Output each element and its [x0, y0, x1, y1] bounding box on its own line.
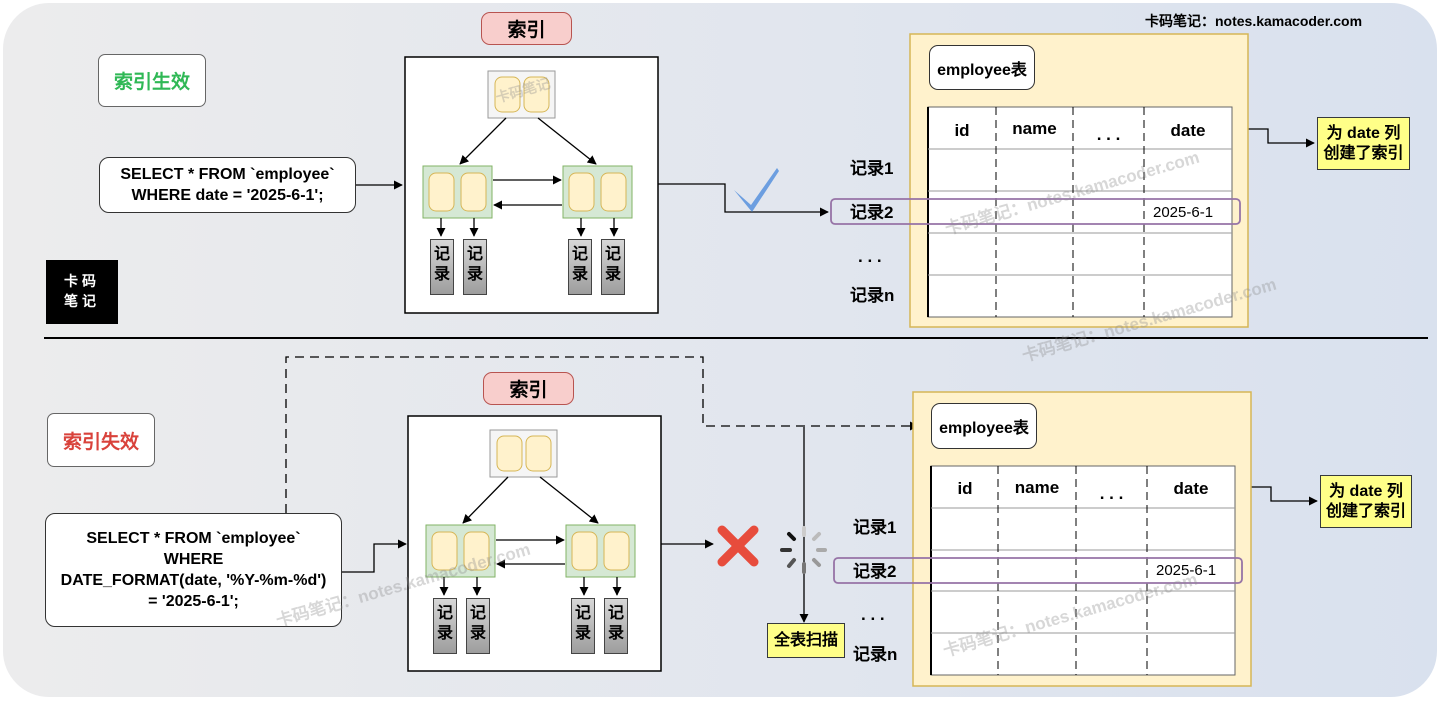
index-note-bottom: 为 date 列 创建了索引 [1320, 475, 1412, 528]
row-label: 记录n [853, 645, 898, 664]
record-block: 记录 [571, 598, 595, 654]
column-header-more: . . . [1096, 125, 1121, 144]
column-header-name: name [1012, 119, 1057, 138]
status-index-effective: 索引生效 [98, 54, 206, 107]
status-index-invalid: 索引失效 [47, 413, 155, 467]
sql-line: = '2025-6-1'; [148, 593, 239, 610]
leaf-key [568, 172, 595, 212]
row-label: 记录1 [850, 159, 894, 178]
leaf-key [431, 531, 458, 571]
full-table-scan-label: 全表扫描 [767, 623, 845, 658]
sql-line: WHERE date = '2025-6-1'; [131, 187, 324, 204]
row-label: 记录2 [850, 203, 894, 222]
row-label: . . . [861, 605, 885, 624]
index-note-top: 为 date 列 创建了索引 [1317, 117, 1410, 170]
loading-spinner-icon [780, 526, 827, 574]
column-header-date: date [1170, 121, 1206, 140]
record-block: 记录 [604, 598, 628, 654]
column-header-id: id [954, 121, 970, 140]
leaf-key [571, 531, 598, 571]
employee-table-bottom [833, 391, 1252, 687]
note-line: 为 date 列 [1329, 482, 1403, 500]
sql-line: WHERE [163, 551, 224, 568]
record-block: 记录 [433, 598, 457, 654]
record-block: 记录 [466, 598, 490, 654]
brand-logo: 卡码 笔记 [46, 260, 118, 324]
leaf-key [460, 172, 487, 212]
note-line: 为 date 列 [1326, 124, 1401, 142]
record-block: 记录 [601, 239, 625, 295]
record-block: 记录 [430, 239, 454, 295]
root-key [525, 435, 552, 472]
column-header-date: date [1173, 479, 1209, 498]
row-label: . . . [858, 247, 882, 266]
column-header-name: name [1014, 478, 1060, 497]
note-line: 创建了索引 [1323, 144, 1404, 162]
sql-query-top: SELECT * FROM `employee` WHERE date = '2… [99, 157, 356, 213]
highlighted-row-top [830, 198, 1241, 225]
root-key [496, 435, 523, 472]
leaf-key [603, 531, 630, 571]
table-title-top: employee表 [929, 45, 1035, 90]
cross-icon [717, 525, 759, 567]
column-header-id: id [957, 479, 973, 498]
record-block: 记录 [568, 239, 592, 295]
row-label: 记录n [850, 286, 895, 305]
full-scan-dashed-arrow [285, 356, 919, 513]
date-cell-value: 2025-6-1 [1156, 562, 1217, 579]
date-cell-value: 2025-6-1 [1153, 204, 1214, 221]
root-key [494, 76, 521, 113]
column-header-more: . . . [1099, 484, 1124, 503]
root-key [523, 76, 550, 113]
note-line: 创建了索引 [1325, 502, 1406, 520]
row-label: 记录2 [853, 562, 897, 581]
sql-query-bottom: SELECT * FROM `employee` WHERE DATE_FORM… [45, 513, 342, 627]
index-to-record-arrow [658, 183, 829, 217]
logo-line: 卡码 [64, 274, 100, 290]
leaf-key [463, 531, 490, 571]
logo-line: 笔记 [64, 294, 100, 310]
index-title-bottom: 索引 [483, 372, 574, 405]
row-label: 记录1 [853, 518, 897, 537]
highlighted-row-bottom [833, 557, 1243, 584]
check-icon [734, 168, 779, 212]
sql-line: SELECT * FROM `employee` [86, 530, 301, 547]
sql-line: DATE_FORMAT(date, '%Y-%m-%d') [60, 572, 327, 589]
record-block: 记录 [463, 239, 487, 295]
site-credit: 卡码笔记：notes.kamacoder.com [1145, 13, 1363, 29]
sql-to-index-arrow-bottom [342, 539, 407, 573]
index-title-top: 索引 [481, 12, 572, 45]
table-title-bottom: employee表 [931, 403, 1037, 449]
sql-line: SELECT * FROM `employee` [120, 166, 335, 183]
leaf-key [600, 172, 627, 212]
leaf-key [428, 172, 455, 212]
